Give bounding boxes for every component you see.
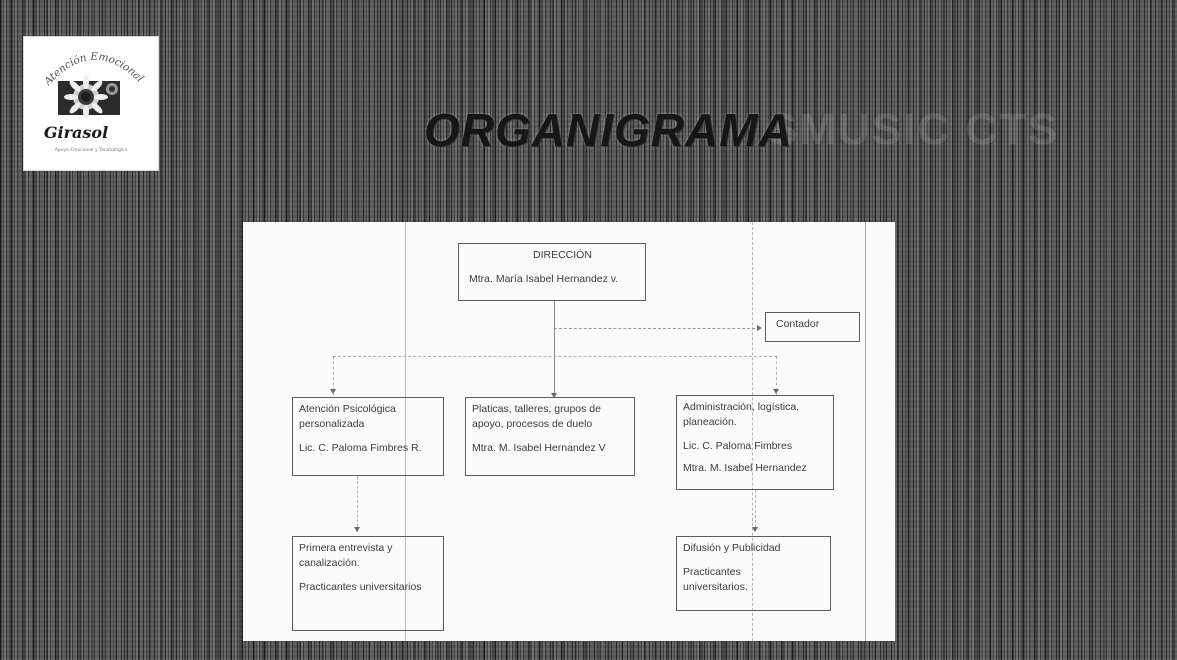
node-platicas-person: Mtra. M. Isabel Hernandez V [472, 442, 606, 455]
node-atencion-person: Lic. C. Paloma Fimbres R. [299, 442, 422, 455]
node-difusion-person-line1: Practicantes [683, 566, 741, 579]
title-background-ghost: SMUSIC CTS [768, 105, 1060, 154]
scan-artifact [405, 222, 406, 641]
scan-artifact [752, 222, 753, 641]
girasol-logo: Atención Emocional Girasol Apoyo Emocion… [23, 36, 159, 171]
arrow-right-icon [757, 325, 762, 331]
logo-tagline: Apoyo Emocional y Tanatológico [55, 146, 128, 153]
node-difusion-publicidad: Difusión y Publicidad Practicantes unive… [676, 536, 831, 611]
connector-line [755, 490, 756, 528]
connector-line [357, 476, 358, 532]
sunflower-icon [64, 75, 118, 119]
scan-artifact [865, 222, 866, 641]
node-primera-entrevista: Primera entrevista y canalización. Pract… [292, 536, 444, 631]
node-difusion-line1: Difusión y Publicidad [683, 542, 781, 554]
connector-line [776, 356, 777, 396]
node-atencion-line1: Atención Psicológica [299, 403, 396, 415]
logo-name: Girasol [44, 123, 108, 142]
node-atencion-line2: personalizada [299, 418, 365, 431]
arrow-down-icon [752, 527, 758, 532]
arrow-down-icon [551, 393, 557, 398]
node-administracion-line2: planeación. [683, 416, 737, 429]
arrow-down-icon [773, 389, 779, 394]
arrow-down-icon [354, 527, 360, 532]
node-primera-person: Practicantes universitarios [299, 581, 422, 594]
node-direccion-person: Mtra. María Isabel Hernandez v. [469, 273, 619, 286]
node-administracion-person2: Mtra. M. Isabel Hernandez [683, 461, 807, 474]
node-primera-line1: Primera entrevista y [299, 542, 393, 554]
logo-graphic: Atención Emocional Girasol Apoyo Emocion… [41, 51, 146, 153]
connector-line [554, 300, 555, 398]
node-administracion-person1: Lic. C. Paloma Fimbres [683, 440, 793, 453]
node-direccion-heading: DIRECCIÓN [533, 249, 592, 261]
page-title: ORGANIGRAMA [424, 104, 793, 156]
connector-line [554, 328, 760, 329]
node-contador: Contador [765, 312, 860, 342]
node-platicas-line1: Platicas, talleres, grupos de [472, 403, 601, 415]
node-primera-line2: canalización. [299, 557, 360, 570]
connector-line [333, 356, 334, 396]
org-chart-panel: DIRECCIÓN Mtra. María Isabel Hernandez v… [243, 222, 895, 641]
node-administracion-line1: Administración, logística, [683, 401, 800, 413]
node-administracion: Administración, logística, planeación. L… [676, 395, 834, 490]
node-platicas-line2: apoyo, procesos de duelo [472, 418, 593, 431]
connector-line [333, 356, 777, 357]
node-contador-label: Contador [776, 318, 820, 330]
node-difusion-person-line2: universitarios. [683, 581, 748, 594]
arrow-down-icon [330, 389, 336, 394]
node-platicas-talleres: Platicas, talleres, grupos de apoyo, pro… [465, 397, 635, 476]
node-direccion: DIRECCIÓN Mtra. María Isabel Hernandez v… [458, 243, 646, 301]
node-atencion-psicologica: Atención Psicológica personalizada Lic. … [292, 397, 444, 476]
